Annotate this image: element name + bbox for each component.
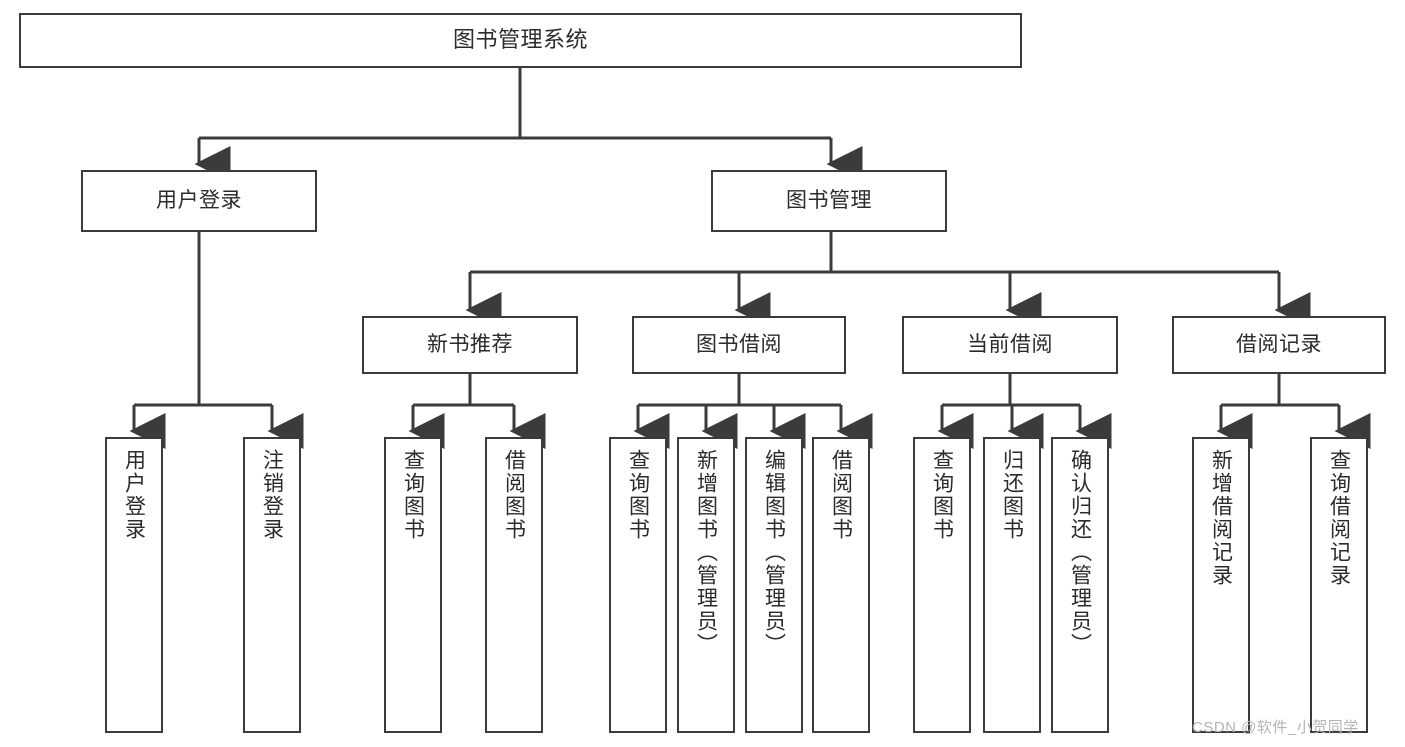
node-new-book-recommend[interactable]: 新书推荐	[362, 316, 578, 374]
leaf-confirm-return-admin-label: 确认归还（管理员）	[1068, 449, 1092, 656]
leaf-edit-book-admin[interactable]: 编辑图书（管理员）	[745, 437, 803, 733]
node-book-borrow[interactable]: 图书借阅	[632, 316, 846, 374]
leaf-add-book-admin-label: 新增图书（管理员）	[694, 449, 718, 656]
leaf-borrow-book-recommend-label: 借阅图书	[502, 449, 526, 541]
node-new-book-recommend-label: 新书推荐	[427, 333, 513, 357]
node-current-borrow[interactable]: 当前借阅	[902, 316, 1118, 374]
node-book-management-label: 图书管理	[786, 189, 872, 213]
leaf-add-book-admin[interactable]: 新增图书（管理员）	[677, 437, 735, 733]
leaf-add-borrow-record-label: 新增借阅记录	[1209, 449, 1233, 587]
leaf-user-login-label: 用户登录	[122, 449, 146, 541]
leaf-query-book-borrow-label: 查询图书	[626, 449, 650, 541]
leaf-return-book-label: 归还图书	[1000, 449, 1024, 541]
leaf-query-book-recommend[interactable]: 查询图书	[384, 437, 442, 733]
leaf-query-book-current-label: 查询图书	[930, 449, 954, 541]
csdn-watermark: CSDN @软件_小贺同学	[1192, 719, 1359, 736]
node-borrow-record[interactable]: 借阅记录	[1172, 316, 1386, 374]
leaf-add-borrow-record[interactable]: 新增借阅记录	[1192, 437, 1250, 733]
leaf-return-book[interactable]: 归还图书	[983, 437, 1041, 733]
node-current-borrow-label: 当前借阅	[967, 333, 1053, 357]
leaf-borrow-book-recommend[interactable]: 借阅图书	[485, 437, 543, 733]
leaf-query-borrow-record[interactable]: 查询借阅记录	[1310, 437, 1368, 733]
node-borrow-record-label: 借阅记录	[1236, 333, 1322, 357]
leaf-query-book-current[interactable]: 查询图书	[913, 437, 971, 733]
leaf-query-borrow-record-label: 查询借阅记录	[1327, 449, 1351, 587]
node-root[interactable]: 图书管理系统	[19, 13, 1022, 68]
leaf-borrow-book[interactable]: 借阅图书	[812, 437, 870, 733]
node-user-login[interactable]: 用户登录	[81, 170, 317, 232]
node-book-management[interactable]: 图书管理	[711, 170, 947, 232]
leaf-user-login[interactable]: 用户登录	[105, 437, 163, 733]
node-user-login-label: 用户登录	[156, 189, 242, 213]
leaf-confirm-return-admin[interactable]: 确认归还（管理员）	[1051, 437, 1109, 733]
leaf-query-book-borrow[interactable]: 查询图书	[609, 437, 667, 733]
leaf-borrow-book-label: 借阅图书	[829, 449, 853, 541]
leaf-query-book-recommend-label: 查询图书	[401, 449, 425, 541]
leaf-edit-book-admin-label: 编辑图书（管理员）	[762, 449, 786, 656]
leaf-logout[interactable]: 注销登录	[243, 437, 301, 733]
node-root-label: 图书管理系统	[452, 27, 588, 53]
node-book-borrow-label: 图书借阅	[696, 333, 782, 357]
leaf-logout-label: 注销登录	[260, 449, 284, 541]
